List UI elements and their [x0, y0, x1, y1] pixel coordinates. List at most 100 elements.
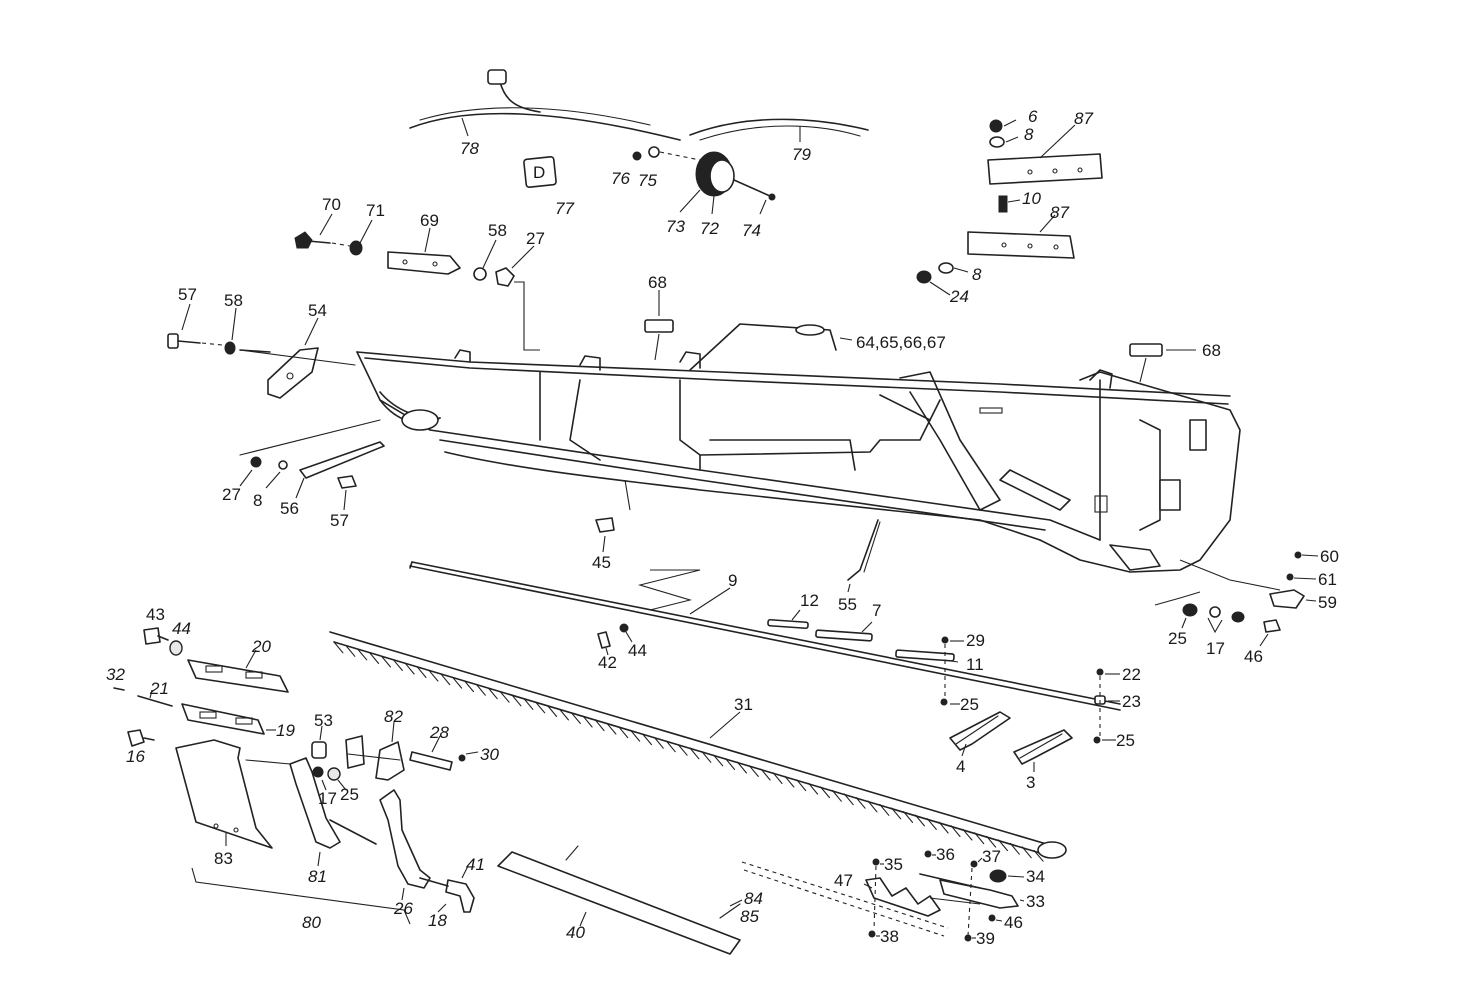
label-25-right: 25: [1168, 629, 1187, 648]
label-47: 47: [834, 871, 853, 890]
label-80: 80: [302, 913, 321, 932]
label-8-lower: 8: [972, 265, 982, 284]
label-54: 54: [308, 301, 327, 320]
skid-55: [847, 519, 881, 593]
label-27-left: 27: [222, 485, 241, 504]
label-16: 16: [126, 747, 145, 766]
label-74: 74: [742, 221, 761, 240]
bolts-22-29: [940, 636, 1120, 744]
header-frame: [356, 290, 1241, 573]
bolts-42-44: [597, 623, 633, 656]
label-57-left: 57: [330, 511, 349, 530]
label-30: 30: [480, 745, 499, 764]
label-85: 85: [740, 907, 759, 926]
label-8-top: 8: [1024, 125, 1034, 144]
end-bracket-59: [1154, 551, 1319, 647]
label-17-right: 17: [1206, 639, 1225, 658]
label-21: 21: [149, 679, 169, 698]
label-25-far-right: 25: [1116, 731, 1135, 750]
label-58-top: 58: [488, 221, 507, 240]
label-39: 39: [976, 929, 995, 948]
label-9: 9: [728, 571, 737, 590]
label-34: 34: [1026, 867, 1045, 886]
label-70: 70: [322, 195, 341, 214]
bolt-45: [595, 479, 631, 553]
label-68-right: 68: [1202, 341, 1221, 360]
label-4: 4: [956, 757, 965, 776]
label-78: 78: [460, 139, 479, 158]
light-assembly-72: [632, 146, 776, 215]
decal-77: D: [523, 156, 557, 188]
label-59: 59: [1318, 593, 1337, 612]
label-24: 24: [949, 287, 969, 306]
label-26: 26: [393, 899, 413, 918]
label-7: 7: [872, 601, 881, 620]
label-72: 72: [700, 219, 719, 238]
label-36: 36: [936, 845, 955, 864]
label-35: 35: [884, 855, 903, 874]
label-27-top: 27: [526, 229, 545, 248]
label-84: 84: [744, 889, 763, 908]
label-23: 23: [1122, 692, 1141, 711]
label-87-top: 87: [1074, 109, 1093, 128]
label-83: 83: [214, 849, 233, 868]
knife-guard-4: [949, 711, 1011, 757]
label-11: 11: [966, 655, 984, 674]
label-45: 45: [592, 553, 611, 572]
label-19: 19: [276, 721, 295, 740]
label-46-right: 46: [1244, 647, 1263, 666]
label-40: 40: [566, 923, 585, 942]
label-69: 69: [420, 211, 439, 230]
label-22: 22: [1122, 665, 1141, 684]
label-25-left: 25: [340, 785, 359, 804]
label-64-65-66-67: 64,65,66,67: [856, 333, 946, 352]
label-68-center: 68: [648, 273, 667, 292]
label-28: 28: [429, 723, 449, 742]
label-76: 76: [611, 169, 630, 188]
label-18: 18: [428, 911, 447, 930]
label-8-left: 8: [253, 491, 262, 510]
label-46-bottom: 46: [1004, 913, 1023, 932]
wiring-harness-79: [689, 118, 869, 142]
label-56: 56: [280, 499, 299, 518]
label-25-mid: 25: [960, 695, 979, 714]
wiring-harness-78: [409, 69, 681, 141]
bracket-69-group: [294, 213, 540, 351]
label-42: 42: [598, 653, 617, 672]
guard-bar-9: [409, 561, 1121, 711]
label-44-left: 44: [172, 619, 191, 638]
label-17-left: 17: [318, 789, 337, 808]
plates-7-11-12: [767, 609, 959, 663]
divider-56-group: [239, 419, 385, 511]
knife-guard-3: [1013, 729, 1073, 772]
label-33: 33: [1026, 892, 1045, 911]
backing-sheet-40: [497, 845, 743, 955]
label-32: 32: [106, 665, 125, 684]
label-12: 12: [800, 591, 819, 610]
svg-text:D: D: [533, 163, 545, 182]
label-6: 6: [1028, 107, 1038, 126]
label-3: 3: [1026, 773, 1035, 792]
label-55: 55: [838, 595, 857, 614]
hold-down-assembly: [113, 627, 289, 849]
label-73: 73: [666, 217, 685, 236]
label-75: 75: [638, 171, 657, 190]
label-60: 60: [1320, 547, 1339, 566]
reinforcement-bars-87: [916, 119, 1103, 296]
drive-arms: [191, 721, 479, 925]
knife-head-assembly: [741, 850, 1025, 942]
label-29: 29: [966, 631, 985, 650]
label-53: 53: [314, 711, 333, 730]
label-82: 82: [384, 707, 403, 726]
label-61: 61: [1318, 570, 1337, 589]
label-79: 79: [792, 145, 811, 164]
bracket-54-group: [167, 303, 356, 399]
label-37: 37: [982, 847, 1001, 866]
label-43: 43: [146, 605, 165, 624]
label-20: 20: [251, 637, 271, 656]
label-57-top: 57: [178, 285, 197, 304]
label-81: 81: [308, 867, 327, 886]
label-77: 77: [555, 199, 574, 218]
